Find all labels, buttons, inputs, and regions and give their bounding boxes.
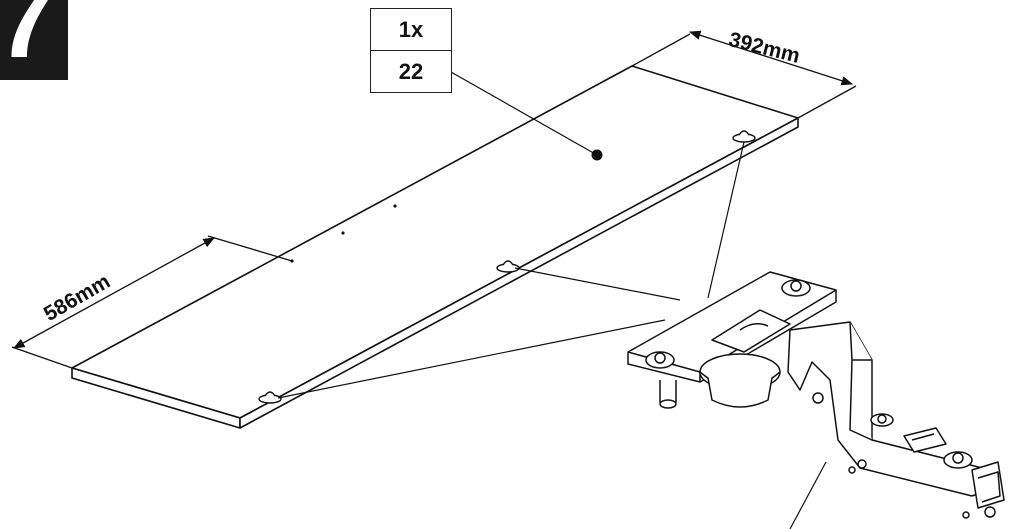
- part-quantity: 1x: [398, 17, 424, 42]
- part-id: 22: [371, 50, 451, 92]
- detail-leader-lines: [277, 141, 827, 529]
- board-panel: [71, 65, 799, 429]
- hinge-cup-marks: [258, 130, 756, 404]
- part-leader-line: [450, 71, 598, 156]
- step-number-badge: 7: [0, 0, 68, 80]
- hinge-icon: [627, 271, 1005, 519]
- part-quantity-table: 1x 22: [370, 8, 452, 93]
- dimension-392-line: [631, 30, 857, 119]
- dimension-586-line: [11, 235, 293, 369]
- step-number: 7: [0, 0, 57, 80]
